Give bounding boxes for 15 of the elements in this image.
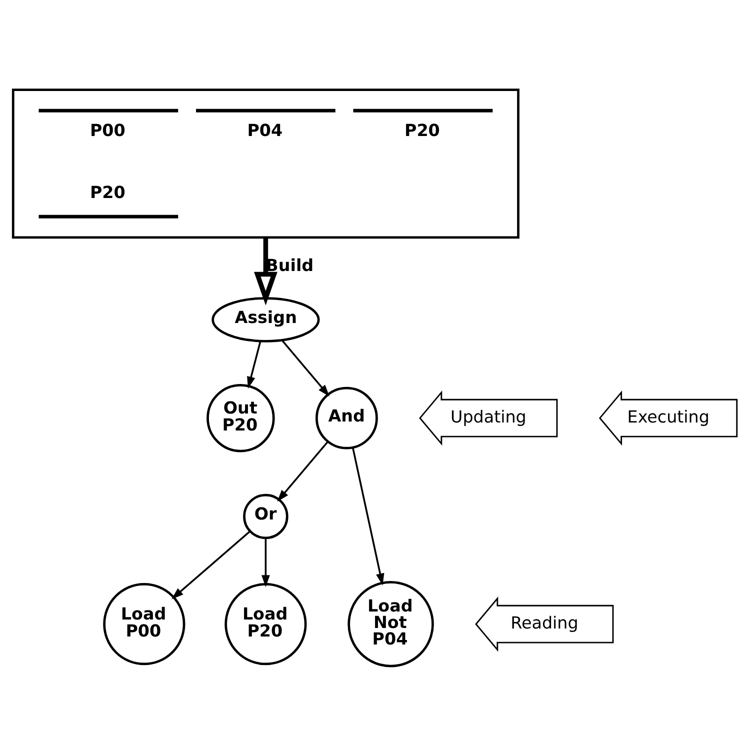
arrow [262,537,270,587]
node-circle: Or [243,493,288,539]
node-circle: Load Not P04 [348,580,434,667]
edge-label: Build [266,256,314,275]
arrow [254,237,278,305]
node-circle: Load P20 [224,582,307,665]
node-ellipse: Assign [212,296,320,342]
node-circle: And [315,386,378,449]
node-circle: Out P20 [206,383,275,452]
arrow [281,339,330,396]
node-box: P00 P04 P20 P20 [12,88,520,238]
arrow [277,440,328,502]
arrow [172,530,250,599]
arrow [247,340,262,388]
arrow [352,447,384,585]
